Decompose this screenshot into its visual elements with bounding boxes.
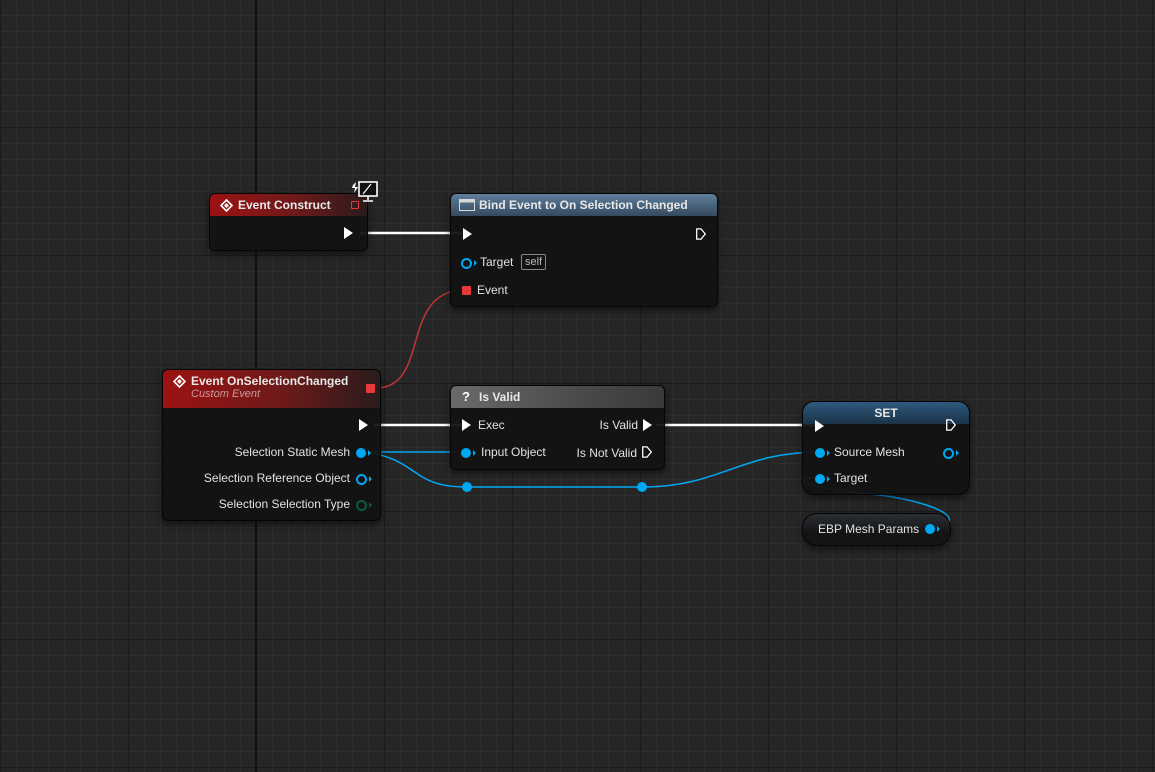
question-icon: ? xyxy=(462,389,470,404)
target-input-pin[interactable] xyxy=(461,258,477,269)
event-label: Event xyxy=(477,283,508,297)
is-not-valid-exec-pin[interactable] xyxy=(641,446,653,458)
exec-output-pin[interactable] xyxy=(945,419,957,431)
ebp-mesh-params-getter[interactable]: EBP Mesh Params xyxy=(802,513,951,546)
input-object-label: Input Object xyxy=(481,445,546,459)
exec-label: Exec xyxy=(478,418,505,432)
node-title: Bind Event to On Selection Changed xyxy=(479,198,688,212)
event-construct-node[interactable]: Event Construct xyxy=(209,193,368,251)
target-label: Target xyxy=(834,471,868,485)
delegate-output-pin[interactable] xyxy=(366,384,375,393)
exec-output-pin[interactable] xyxy=(359,419,368,431)
event-diamond-icon xyxy=(173,375,186,388)
node-header: Event OnSelectionChanged Custom Event xyxy=(163,370,380,408)
exec-input-pin[interactable] xyxy=(463,228,472,240)
node-subtitle: Custom Event xyxy=(191,388,261,400)
node-header: Bind Event to On Selection Changed xyxy=(451,194,717,216)
is-valid-label: Is Valid xyxy=(599,418,638,432)
reroute-node[interactable] xyxy=(462,482,472,492)
variable-label: EBP Mesh Params xyxy=(818,522,920,536)
node-title: Is Valid xyxy=(479,390,521,404)
output-label-selection-type: Selection Selection Type xyxy=(218,497,350,511)
static-mesh-output-pin[interactable] xyxy=(356,448,371,458)
node-header: SET xyxy=(803,402,969,424)
node-title: Event OnSelectionChanged xyxy=(191,374,349,388)
node-header: ? Is Valid xyxy=(451,386,664,408)
source-mesh-output-pin[interactable] xyxy=(943,448,959,459)
reference-object-output-pin[interactable] xyxy=(356,474,372,485)
event-diamond-icon xyxy=(220,199,233,212)
node-title: SET xyxy=(874,406,898,420)
set-variable-node[interactable]: SET Source Mesh Target xyxy=(802,401,970,495)
target-label: Target xyxy=(480,255,514,269)
source-mesh-label: Source Mesh xyxy=(834,445,905,459)
variable-output-pin[interactable] xyxy=(925,524,940,534)
node-header: Event Construct xyxy=(210,194,367,216)
is-valid-exec-pin[interactable] xyxy=(643,419,652,431)
event-input-pin[interactable] xyxy=(462,286,471,295)
delegate-output-pin[interactable] xyxy=(351,201,359,209)
custom-event-node[interactable]: Event OnSelectionChanged Custom Event Se… xyxy=(162,369,381,521)
is-not-valid-label: Is Not Valid xyxy=(576,446,637,460)
exec-input-pin[interactable] xyxy=(815,420,824,432)
output-label-static-mesh: Selection Static Mesh xyxy=(234,445,350,459)
input-object-pin[interactable] xyxy=(461,448,476,458)
is-valid-node[interactable]: ? Is Valid Exec Is Valid Input Object Is… xyxy=(450,385,665,470)
source-mesh-input-pin[interactable] xyxy=(815,448,830,458)
self-default-tag: self xyxy=(521,254,547,270)
reroute-node[interactable] xyxy=(637,482,647,492)
function-icon xyxy=(459,199,475,211)
exec-output-pin[interactable] xyxy=(695,228,707,240)
target-input-pin[interactable] xyxy=(815,474,830,484)
exec-input-pin[interactable] xyxy=(462,419,471,431)
bind-event-node[interactable]: Bind Event to On Selection Changed Targe… xyxy=(450,193,718,307)
output-label-reference-object: Selection Reference Object xyxy=(203,471,350,485)
client-only-icon xyxy=(352,181,378,202)
selection-type-output-pin[interactable] xyxy=(356,500,372,511)
delegate-wire xyxy=(375,289,463,389)
exec-output-pin[interactable] xyxy=(344,227,353,239)
node-title: Event Construct xyxy=(238,198,331,212)
